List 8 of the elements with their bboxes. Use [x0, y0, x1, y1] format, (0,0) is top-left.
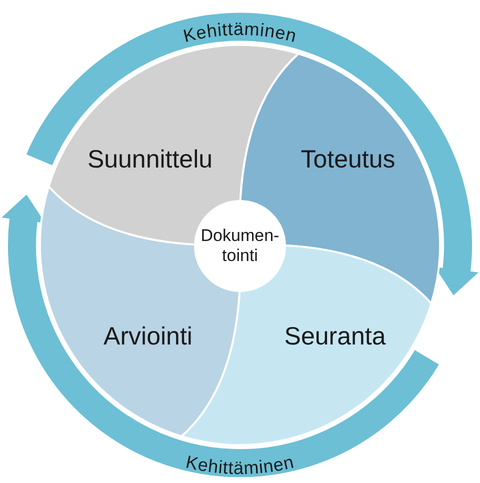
edge-label: Kehittäminen — [184, 452, 296, 478]
segment-label: Arviointi — [104, 322, 192, 352]
segment-label: Toteutus — [300, 146, 396, 174]
edge-label: Kehittäminen — [181, 18, 299, 46]
segment-label: Seuranta — [284, 322, 386, 352]
segment-label: Suunnittelu — [87, 146, 213, 174]
center-label: Dokumen- tointi — [200, 226, 280, 266]
curved-arrow — [26, 13, 478, 296]
